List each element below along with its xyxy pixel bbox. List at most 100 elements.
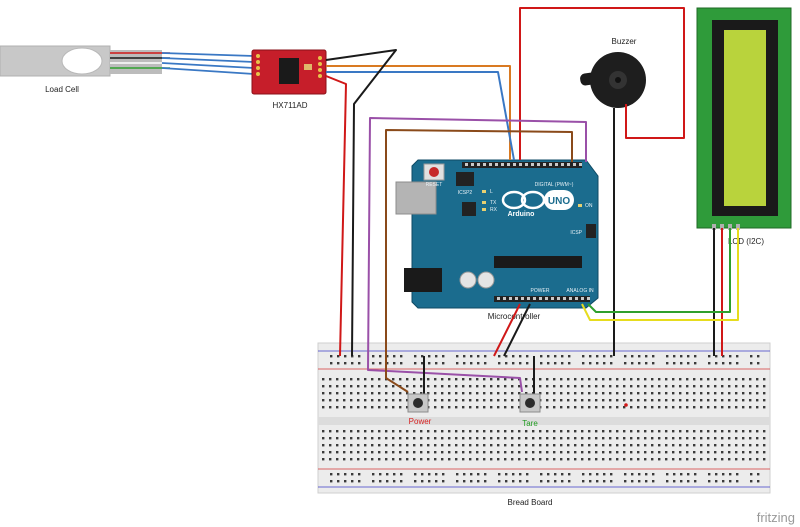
hole — [476, 399, 479, 402]
hole — [735, 451, 738, 454]
hole — [490, 430, 493, 433]
hole — [483, 163, 486, 166]
hole — [495, 163, 498, 166]
hole — [547, 355, 550, 358]
hole — [503, 297, 506, 300]
hole — [644, 430, 647, 433]
hole — [498, 473, 501, 476]
hole — [442, 362, 445, 365]
on-label: ON — [585, 203, 593, 209]
hole — [518, 437, 521, 440]
hole — [421, 473, 424, 476]
hole — [385, 392, 388, 395]
hole — [644, 385, 647, 388]
hole — [441, 430, 444, 433]
hole — [763, 378, 766, 381]
hole — [735, 437, 738, 440]
hole — [589, 480, 592, 483]
arduino-uno: RESET ICSP2 DIGITAL (PWM~) L TX RX UNO A… — [395, 159, 599, 321]
hole — [531, 163, 534, 166]
hole — [463, 362, 466, 365]
hole — [358, 355, 361, 358]
hole — [463, 480, 466, 483]
hole — [343, 385, 346, 388]
hole — [379, 355, 382, 358]
hole — [400, 473, 403, 476]
hole — [507, 163, 510, 166]
hole — [749, 458, 752, 461]
hole — [686, 406, 689, 409]
hole — [735, 385, 738, 388]
hole — [672, 399, 675, 402]
hole — [420, 458, 423, 461]
hole — [574, 437, 577, 440]
hole — [645, 480, 648, 483]
hole — [651, 392, 654, 395]
hole — [392, 451, 395, 454]
hole — [700, 392, 703, 395]
hole — [399, 406, 402, 409]
hole — [644, 392, 647, 395]
hole — [673, 473, 676, 476]
hole — [497, 399, 500, 402]
hole — [455, 399, 458, 402]
hole — [329, 437, 332, 440]
hole — [715, 355, 718, 358]
hole — [378, 399, 381, 402]
hole — [700, 385, 703, 388]
hole — [392, 392, 395, 395]
hole — [714, 385, 717, 388]
hole — [631, 473, 634, 476]
hole — [553, 451, 556, 454]
hole — [350, 430, 353, 433]
hole — [329, 406, 332, 409]
hole — [637, 444, 640, 447]
hole — [343, 437, 346, 440]
hole — [666, 480, 669, 483]
hole — [504, 451, 507, 454]
hole — [476, 458, 479, 461]
hole — [336, 458, 339, 461]
hole — [364, 378, 367, 381]
hole — [399, 437, 402, 440]
hole — [455, 437, 458, 440]
hole — [350, 378, 353, 381]
hole — [406, 378, 409, 381]
hole — [532, 437, 535, 440]
hole — [602, 458, 605, 461]
hole — [497, 385, 500, 388]
hole — [371, 458, 374, 461]
hole — [581, 392, 584, 395]
hole — [462, 385, 465, 388]
hole — [574, 444, 577, 447]
hole — [651, 437, 654, 440]
hole — [721, 430, 724, 433]
hole — [490, 392, 493, 395]
hole — [707, 437, 710, 440]
hole — [344, 362, 347, 365]
hole — [595, 399, 598, 402]
hole — [469, 451, 472, 454]
hole — [665, 458, 668, 461]
hole — [504, 378, 507, 381]
hole — [756, 430, 759, 433]
hole — [343, 399, 346, 402]
hole — [630, 451, 633, 454]
hole — [568, 362, 571, 365]
hole — [378, 458, 381, 461]
hole — [371, 385, 374, 388]
hole — [574, 451, 577, 454]
hole — [399, 458, 402, 461]
hole — [511, 399, 514, 402]
hole — [581, 458, 584, 461]
hole — [672, 444, 675, 447]
icsp2-label: ICSP2 — [458, 190, 473, 196]
hole — [434, 444, 437, 447]
hole — [413, 451, 416, 454]
hole — [638, 355, 641, 358]
hole — [555, 163, 558, 166]
reset-label: RESET — [426, 182, 443, 188]
hole — [344, 355, 347, 358]
hole — [749, 399, 752, 402]
hole — [616, 451, 619, 454]
